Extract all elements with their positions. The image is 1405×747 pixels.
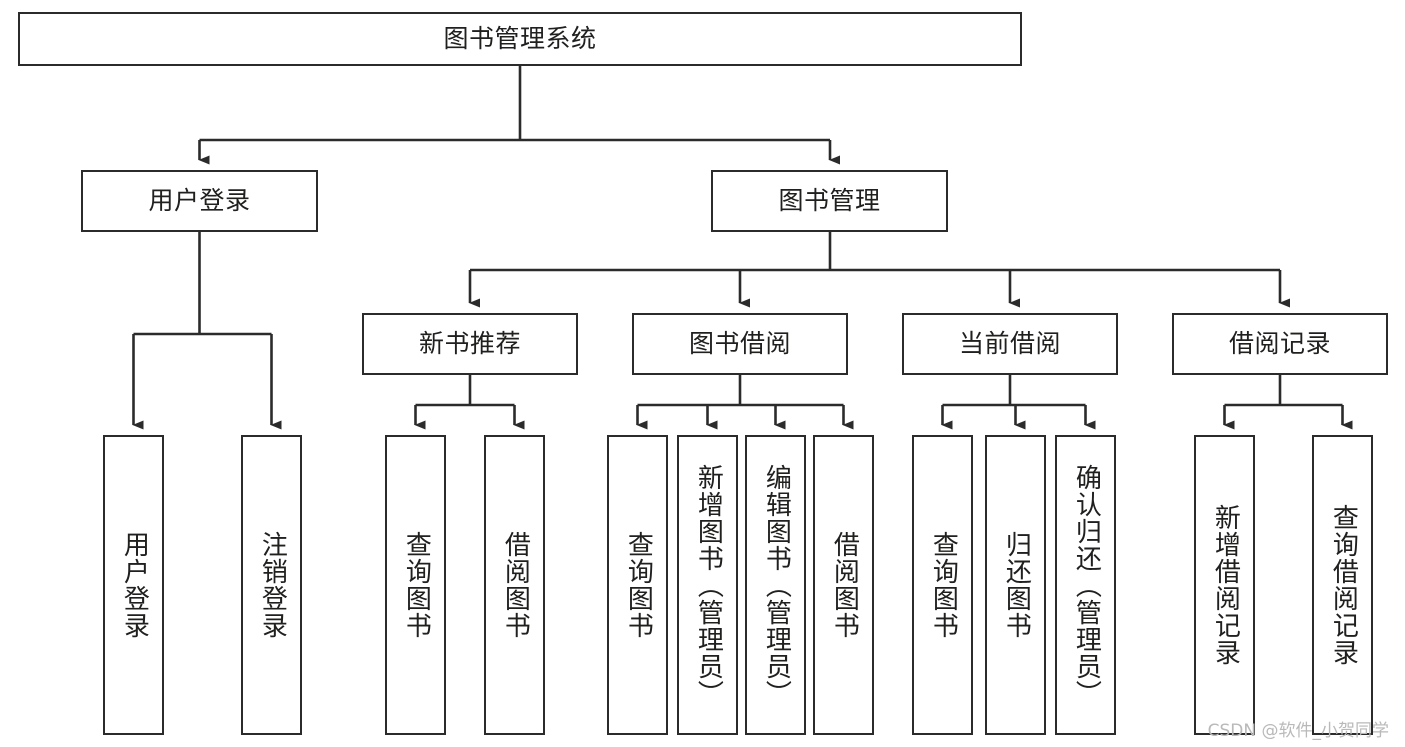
user-login-to-leaves-connectors xyxy=(132,232,282,430)
node-leaf-add-book[interactable]: 新增图书（管理员） xyxy=(677,435,738,735)
node-leaf-add-book-label: 新增图书（管理员） xyxy=(693,463,724,707)
node-leaf-confirm-return-label: 确认归还（管理员） xyxy=(1071,463,1102,707)
node-current-borrow[interactable]: 当前借阅 xyxy=(902,313,1118,375)
node-book-management-label: 图书管理 xyxy=(778,186,881,216)
node-user-login-label: 用户登录 xyxy=(148,186,251,216)
node-new-book-recommend[interactable]: 新书推荐 xyxy=(362,313,578,375)
node-leaf-user-login[interactable]: 用户登录 xyxy=(103,435,164,735)
node-leaf-borrow-book-rec[interactable]: 借阅图书 xyxy=(484,435,545,735)
node-leaf-add-borrow-record[interactable]: 新增借阅记录 xyxy=(1194,435,1255,735)
node-leaf-query-book-borrow-label: 查询图书 xyxy=(623,531,654,639)
node-new-book-recommend-label: 新书推荐 xyxy=(418,329,521,359)
node-leaf-query-borrow-record-label: 查询借阅记录 xyxy=(1328,504,1359,666)
node-borrow-record-label: 借阅记录 xyxy=(1228,329,1331,359)
node-leaf-borrow-book-rec-label: 借阅图书 xyxy=(500,531,531,639)
node-leaf-query-book-rec[interactable]: 查询图书 xyxy=(385,435,446,735)
borrow-record-to-leaves-connectors xyxy=(1223,375,1353,430)
node-leaf-return-book[interactable]: 归还图书 xyxy=(985,435,1046,735)
node-leaf-query-book-current-label: 查询图书 xyxy=(928,531,959,639)
current-borrow-to-leaves-connectors xyxy=(941,375,1096,430)
node-leaf-edit-book-label: 编辑图书（管理员） xyxy=(761,463,792,707)
node-book-borrow[interactable]: 图书借阅 xyxy=(632,313,848,375)
node-borrow-record[interactable]: 借阅记录 xyxy=(1172,313,1388,375)
node-root-label: 图书管理系统 xyxy=(443,24,597,54)
node-leaf-edit-book[interactable]: 编辑图书（管理员） xyxy=(745,435,806,735)
node-leaf-query-book-borrow[interactable]: 查询图书 xyxy=(607,435,668,735)
node-leaf-confirm-return[interactable]: 确认归还（管理员） xyxy=(1055,435,1116,735)
node-current-borrow-label: 当前借阅 xyxy=(958,329,1061,359)
book-borrow-to-leaves-connectors xyxy=(636,375,854,430)
watermark: CSDN @软件_小贺同学 xyxy=(1207,721,1389,741)
node-root[interactable]: 图书管理系统 xyxy=(18,12,1022,66)
new-book-recommend-to-leaves-connectors xyxy=(414,375,525,430)
node-book-management[interactable]: 图书管理 xyxy=(711,170,948,232)
node-user-login[interactable]: 用户登录 xyxy=(81,170,318,232)
root-to-level2-connectors xyxy=(198,66,840,165)
node-leaf-logout-label: 注销登录 xyxy=(257,531,288,639)
node-leaf-query-borrow-record[interactable]: 查询借阅记录 xyxy=(1312,435,1373,735)
book-management-to-level3-connectors xyxy=(468,232,1290,308)
node-book-borrow-label: 图书借阅 xyxy=(688,329,791,359)
node-leaf-user-login-label: 用户登录 xyxy=(119,531,150,639)
node-leaf-borrow-book[interactable]: 借阅图书 xyxy=(813,435,874,735)
node-leaf-return-book-label: 归还图书 xyxy=(1001,531,1032,639)
node-leaf-query-book-current[interactable]: 查询图书 xyxy=(912,435,973,735)
node-leaf-query-book-rec-label: 查询图书 xyxy=(401,531,432,639)
node-leaf-logout[interactable]: 注销登录 xyxy=(241,435,302,735)
node-leaf-add-borrow-record-label: 新增借阅记录 xyxy=(1210,504,1241,666)
node-leaf-borrow-book-label: 借阅图书 xyxy=(829,531,860,639)
